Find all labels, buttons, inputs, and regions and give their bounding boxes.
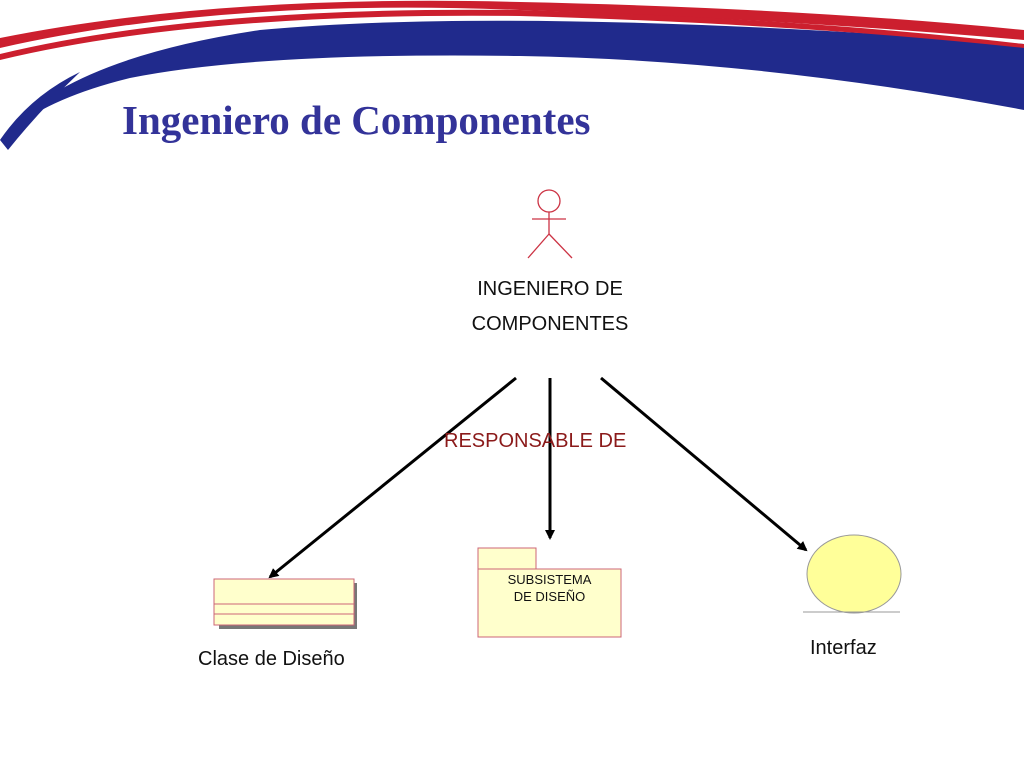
- actor-label-line2: COMPONENTES: [471, 313, 629, 335]
- interface-caption: Interfaz: [810, 637, 877, 659]
- class-caption: Clase de Diseño: [198, 648, 345, 670]
- arrow-to-interfaz: [600, 376, 808, 552]
- package-icon: [477, 547, 622, 638]
- stick-figure-actor-icon: [527, 189, 573, 259]
- actor-label-line1: INGENIERO DE: [477, 278, 623, 300]
- banner-blue-tail: [0, 72, 80, 150]
- actor-label: INGENIERO DE COMPONENTES: [440, 272, 660, 342]
- banner-blue-swoosh: [0, 20, 1024, 140]
- banner-red-stripe: [0, 0, 1024, 49]
- package-label-line1: SUBSISTEMA: [507, 572, 592, 587]
- package-label: SUBSISTEMA DE DISEÑO: [478, 571, 621, 605]
- interface-circle-icon: [803, 534, 902, 614]
- banner-red-lower-stripe: [0, 9, 1024, 61]
- package-label-line2: DE DISEÑO: [513, 589, 586, 604]
- class-box-icon: [213, 578, 357, 629]
- relationship-label: RESPONSABLE DE: [444, 430, 627, 452]
- slide-title: Ingeniero de Componentes: [122, 97, 591, 143]
- header-banner: [0, 0, 1024, 150]
- arrow-to-clase: [268, 376, 517, 579]
